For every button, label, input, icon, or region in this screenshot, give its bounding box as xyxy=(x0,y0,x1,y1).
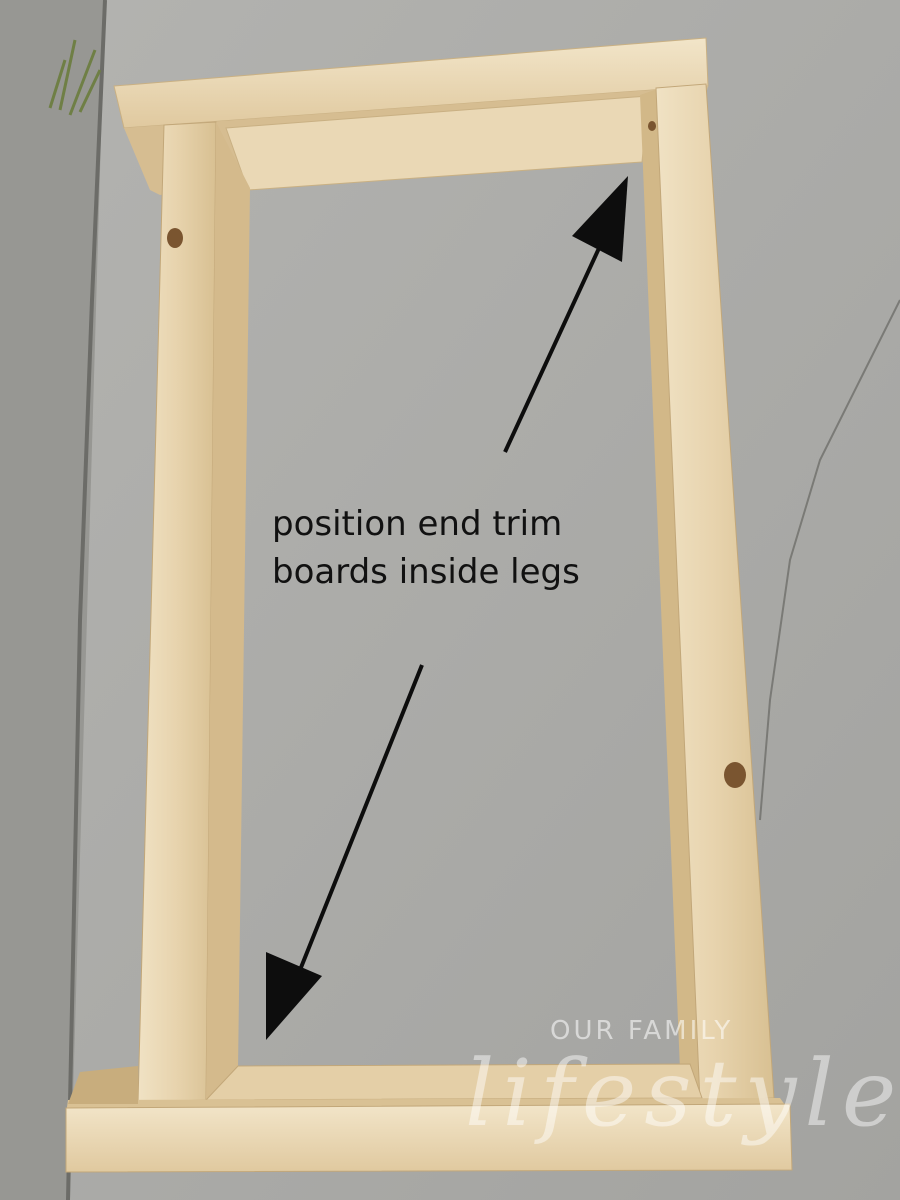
annotation-caption: position end trim boards inside legs xyxy=(272,500,692,596)
concrete-seam xyxy=(66,0,107,1200)
bottom-trim-board-face xyxy=(65,1103,793,1173)
arrow-up-right-head xyxy=(572,176,628,262)
grass-tuft xyxy=(48,39,102,116)
left-leg-side xyxy=(206,122,250,1100)
top-inner-board xyxy=(225,95,649,191)
right-leg-knot xyxy=(724,762,746,788)
arrow-up-right xyxy=(503,219,614,453)
concrete-left-slab xyxy=(0,0,105,1200)
concrete-crack xyxy=(759,299,900,821)
left-leg-knot xyxy=(167,228,183,248)
watermark-logo: OUR FAMILY lifestyle xyxy=(455,1010,896,1180)
watermark-script-text: lifestyle xyxy=(465,1040,900,1147)
bottom-inner-board xyxy=(204,1063,703,1101)
right-leg-side xyxy=(640,88,700,1100)
annotation-line-2: boards inside legs xyxy=(272,552,580,592)
annotation-line-1: position end trim xyxy=(272,504,563,544)
arrow-down-left-head xyxy=(266,952,322,1040)
arrow-down-left xyxy=(288,664,424,996)
right-leg-knot-small xyxy=(648,121,656,131)
bottom-board-end-grain xyxy=(68,1066,138,1104)
right-leg-face xyxy=(655,83,775,1103)
watermark-top-text: OUR FAMILY xyxy=(550,1016,734,1046)
